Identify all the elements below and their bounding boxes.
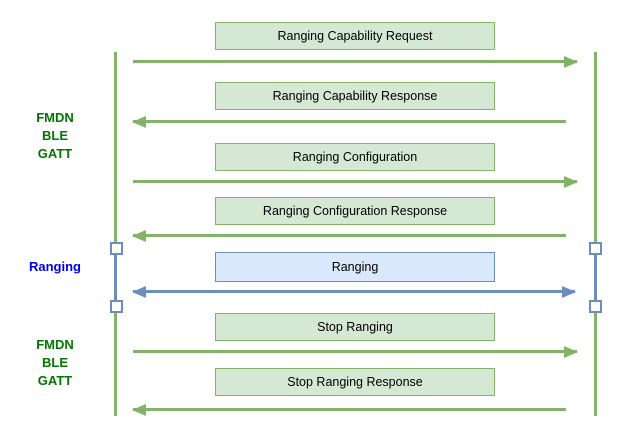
- arrowhead-left-icon: [132, 403, 146, 416]
- arrowhead-right-icon: [562, 285, 576, 298]
- section-label-fmdn-ble-gatt-bottom: FMDN BLE GATT: [36, 337, 74, 388]
- arrow-ranging-capability-response: [132, 115, 566, 128]
- arrowhead-right-icon: [564, 55, 578, 68]
- message-box-ranging-capability-response: Ranging Capability Response: [215, 82, 495, 110]
- activation-node-right-bottom: [589, 300, 602, 313]
- message-box-ranging-configuration: Ranging Configuration: [215, 143, 495, 171]
- message-box-ranging: Ranging: [215, 252, 495, 282]
- arrow-stop-ranging-response: [132, 403, 566, 416]
- message-box-ranging-capability-request: Ranging Capability Request: [215, 22, 495, 50]
- section-label-fmdn-ble-gatt-top: FMDN BLE GATT: [36, 110, 74, 161]
- arrowhead-left-icon: [132, 229, 146, 242]
- lifeline-right-ranging-segment: [594, 243, 597, 312]
- message-box-stop-ranging: Stop Ranging: [215, 313, 495, 341]
- activation-node-left-bottom: [110, 300, 123, 313]
- lifeline-right: [594, 52, 597, 416]
- arrowhead-left-icon: [132, 115, 146, 128]
- arrowhead-right-icon: [564, 175, 578, 188]
- arrow-ranging-capability-request: [133, 55, 578, 68]
- arrow-ranging-bidirectional: [132, 285, 576, 298]
- arrow-ranging-configuration: [133, 175, 578, 188]
- arrowhead-left-icon: [132, 285, 146, 298]
- section-label-ranging: Ranging: [29, 259, 81, 274]
- lifeline-left: [114, 52, 117, 416]
- lifeline-left-ranging-segment: [114, 243, 117, 312]
- message-box-stop-ranging-response: Stop Ranging Response: [215, 368, 495, 396]
- arrow-stop-ranging: [133, 345, 578, 358]
- activation-node-left-top: [110, 242, 123, 255]
- arrowhead-right-icon: [564, 345, 578, 358]
- activation-node-right-top: [589, 242, 602, 255]
- arrow-ranging-configuration-response: [132, 229, 566, 242]
- message-box-ranging-configuration-response: Ranging Configuration Response: [215, 197, 495, 225]
